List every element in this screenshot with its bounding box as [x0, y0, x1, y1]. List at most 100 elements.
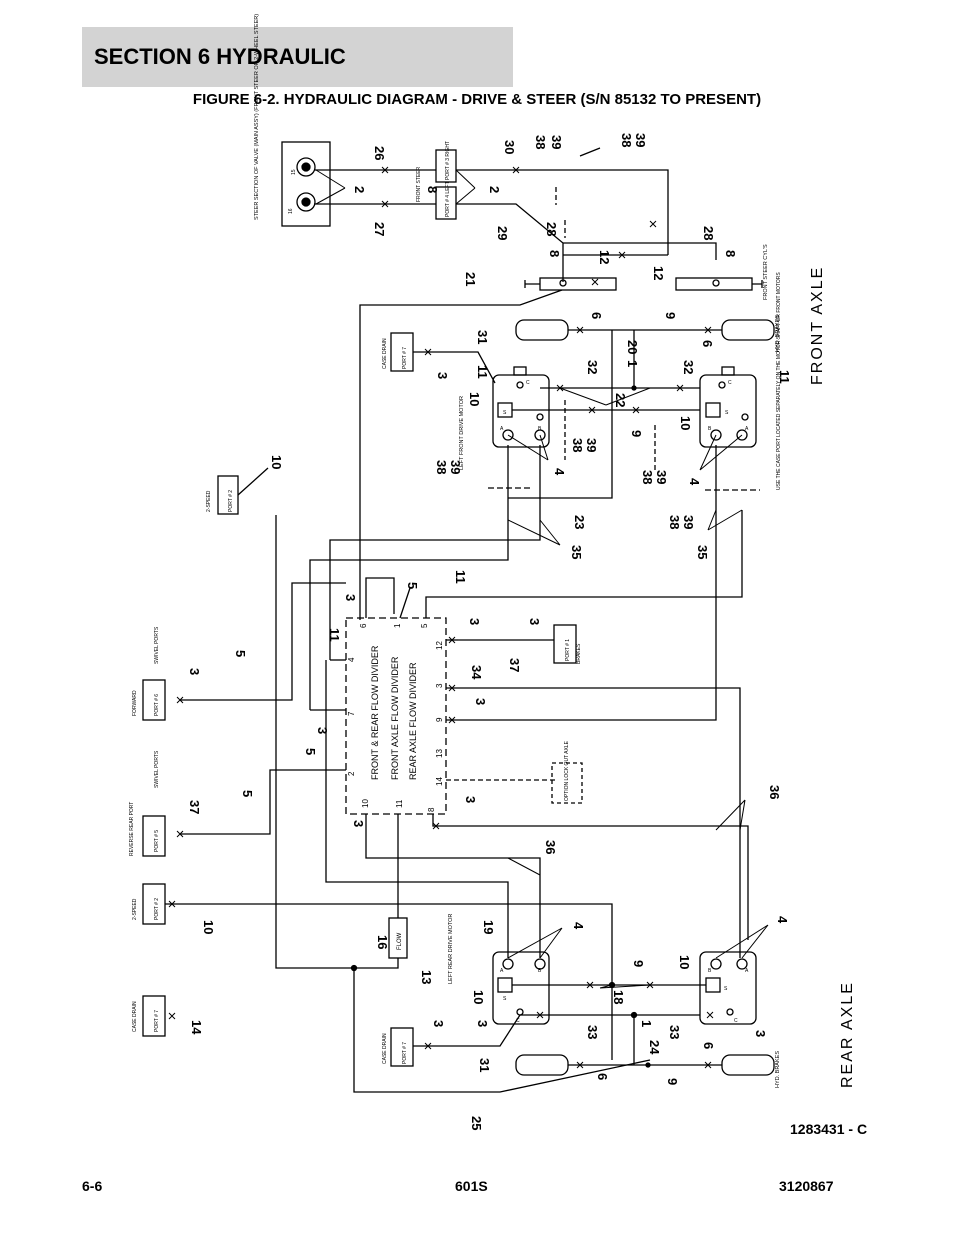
rf-motor-b: B	[708, 426, 712, 432]
option-line-front	[564, 400, 656, 470]
callout-39: 39	[448, 460, 463, 474]
hose-divider-top-left	[365, 577, 395, 618]
hose-21	[359, 289, 563, 620]
callout-39: 39	[654, 470, 669, 484]
callout-10: 10	[467, 392, 482, 406]
rr-motor-c: C	[734, 1018, 738, 1024]
callout-32: 32	[681, 360, 696, 374]
hose-36-right	[446, 687, 741, 958]
callout-10: 10	[201, 920, 216, 934]
lf-motor-s: S	[503, 410, 507, 416]
callout-3: 3	[467, 618, 482, 625]
front-right-brake	[721, 319, 775, 341]
callout-1: 1	[639, 1020, 654, 1027]
callout-12: 12	[597, 250, 612, 264]
divider-port-10: 10	[361, 799, 370, 808]
divider-port-9: 9	[435, 717, 444, 722]
callout-4: 4	[775, 916, 790, 924]
callout-31: 31	[475, 330, 490, 344]
callout-21: 21	[463, 272, 478, 286]
hose-31-rear	[413, 1014, 521, 1047]
callout-10: 10	[677, 955, 692, 969]
callout-6: 6	[589, 312, 604, 319]
rear-motor-port7-label: PORT # 7	[402, 1042, 408, 1064]
left-rear-motor-body	[492, 951, 550, 1025]
flow-block	[388, 917, 408, 959]
flow-divider-label-3: REAR AXLE FLOW DIVIDER	[408, 662, 418, 780]
steer-valve-label: STEER SECTION OF VALVE (MAIN ASSY) (FRON…	[254, 14, 260, 220]
hose-25	[353, 968, 651, 1093]
valve-port-15	[296, 157, 316, 177]
rear-port7-label: PORT # 7	[154, 1010, 160, 1032]
divider-port-14: 14	[435, 777, 444, 786]
hose-29	[456, 203, 564, 282]
rear-hyd-brakes-label: HYD. BRAKES	[775, 1051, 781, 1088]
callout-8: 8	[425, 186, 440, 193]
callout-24: 24	[647, 1040, 662, 1055]
callout-3: 3	[473, 698, 488, 705]
reverse-rear-port-label: REVERSE REAR PORT	[129, 802, 135, 856]
rf-motor-a: A	[745, 426, 749, 432]
option-lockout-label: OPTION LOCK OUT AXLE	[564, 740, 570, 801]
figure-title: FIGURE 6-2. HYDRAULIC DIAGRAM - DRIVE & …	[192, 91, 762, 108]
front-case-drain-label: CASE DRAIN	[382, 338, 388, 369]
callout-37: 37	[507, 658, 522, 672]
divider-port-6: 6	[359, 623, 368, 628]
callout-29: 29	[495, 226, 510, 240]
front-left-brake	[515, 319, 569, 341]
port3-right-label: PORT # 3 RIGHT	[445, 141, 451, 180]
lf-motor-a: A	[500, 426, 504, 432]
callout-2: 2	[487, 186, 502, 193]
section-header: SECTION 6 HYDRAULIC	[82, 27, 513, 87]
valve-port-16-label: 16	[288, 208, 294, 214]
callout-12: 12	[651, 266, 666, 280]
right-front-motor-s-port	[705, 402, 721, 418]
callout-38: 38	[434, 460, 449, 474]
rear-case-drain-label-left: CASE DRAIN	[132, 1001, 138, 1032]
callout-9: 9	[665, 1078, 680, 1085]
callout-3: 3	[463, 796, 478, 803]
callout-28: 28	[701, 226, 716, 240]
callout-3: 3	[343, 594, 358, 601]
footer-page-number: 6-6	[82, 1178, 103, 1194]
front-axle-label: FRONT AXLE	[809, 266, 826, 385]
divider-port-1: 1	[393, 623, 402, 628]
divider-port-8: 8	[427, 807, 436, 812]
left-rear-motor-s-port	[497, 977, 513, 993]
rear-case-drain-port7	[142, 995, 166, 1037]
right-rear-drive-motor	[699, 951, 757, 1025]
callout-5: 5	[233, 650, 248, 657]
steer-valve-body	[281, 141, 331, 227]
rf-motor-c: C	[728, 380, 732, 386]
callout-4: 4	[687, 478, 702, 486]
rear-port2-label: PORT # 2	[154, 898, 160, 920]
front-hyd-brakes-label: HYD. BRAKES	[775, 315, 781, 352]
callout-28: 28	[544, 222, 559, 236]
divider-port-4: 4	[347, 657, 356, 662]
port4-left-block	[435, 186, 457, 220]
callout-3: 3	[527, 618, 542, 625]
left-rear-drive-motor: LEFT REAR DRIVE MOTOR	[448, 914, 550, 1025]
left-front-drive-motor: LEFT FRONT DRIVE MOTOR	[459, 366, 550, 470]
callout-36: 36	[543, 840, 558, 854]
callout-18: 18	[611, 990, 626, 1004]
rear-axle-label: REAR AXLE	[839, 981, 856, 1088]
steer-valve: 15 16 STEER SECTION OF VALVE (MAIN ASSY)…	[254, 14, 331, 227]
hose-35a	[309, 445, 509, 710]
option-line-38-39	[555, 187, 566, 238]
rear-right-brake	[721, 1054, 775, 1076]
callout-30: 30	[502, 140, 517, 154]
callout-38: 38	[570, 438, 585, 452]
rr-motor-a: A	[745, 968, 749, 974]
callout-5: 5	[405, 582, 420, 589]
option-line-38-39-front	[488, 487, 760, 491]
leader-5-top	[399, 587, 411, 619]
forward-label: FORWARD	[132, 690, 138, 716]
callout-10: 10	[678, 416, 693, 430]
front-port2-label: PORT # 2	[228, 490, 234, 512]
lf-motor-c: C	[526, 380, 530, 386]
rear-motor-case-drain-port7	[390, 1027, 414, 1067]
lr-motor-s: S	[503, 996, 507, 1002]
callout-1: 1	[625, 360, 640, 367]
